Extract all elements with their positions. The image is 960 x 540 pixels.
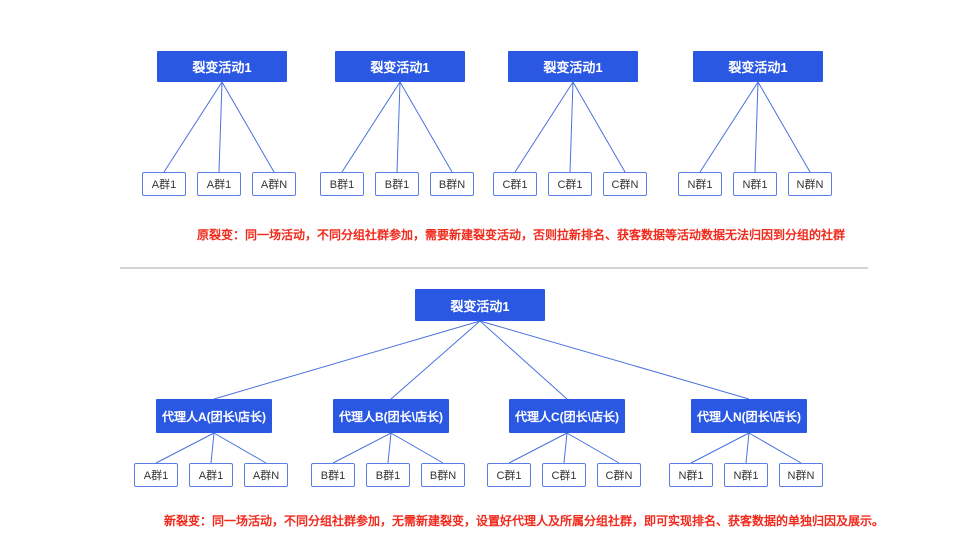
connector-line [569,81,574,173]
agent-node-c: 代理人C(团长\店长) [509,399,625,433]
connector-line [757,81,811,173]
group-node: A群1 [142,172,186,196]
group-node: C群N [597,463,641,487]
group-node: N群1 [733,172,777,196]
connector-line [745,432,750,464]
connector-line [690,432,750,464]
connector-line [508,432,568,464]
agent-node-a: 代理人A(团长\店长) [156,399,272,433]
agent-node-n: 代理人N(团长\店长) [691,399,807,433]
connector-line [563,432,568,464]
connector-line [155,432,215,464]
activity-node-c: 裂变活动1 [508,51,638,82]
connector-line [396,81,401,173]
connector-line [221,81,275,173]
connector-line [390,432,444,464]
group-node: A群1 [189,463,233,487]
connector-line [163,81,223,173]
group-node: A群1 [197,172,241,196]
connector-line [399,81,453,173]
old-fission-caption: 原裂变：同一场活动，不同分组社群参加，需要新建裂变活动，否则拉新排名、获客数据等… [197,228,846,242]
group-node: C群1 [548,172,592,196]
activity-root-node: 裂变活动1 [415,289,545,321]
new-fission-caption: 新裂变：同一场活动，不同分组社群参加，无需新建裂变，设置好代理人及所属分组社群，… [164,514,885,528]
connector-line [390,320,481,400]
connector-line [332,432,392,464]
group-node: N群1 [724,463,768,487]
connector-line [213,432,267,464]
group-node: N群1 [669,463,713,487]
group-node: B群1 [311,463,355,487]
connector-line [210,432,215,464]
connector-line [699,81,759,173]
connector-line [566,432,620,464]
group-node: A群N [244,463,288,487]
group-node: A群1 [134,463,178,487]
connector-line [218,81,223,173]
group-node: N群N [788,172,832,196]
group-node: N群1 [678,172,722,196]
agent-node-b: 代理人B(团长\店长) [333,399,449,433]
connector-line [754,81,759,173]
group-node: B群1 [366,463,410,487]
group-node: B群N [430,172,474,196]
connector-line [479,320,568,400]
group-node: C群N [603,172,647,196]
group-node: C群1 [493,172,537,196]
connector-line [387,432,392,464]
activity-node-a: 裂变活动1 [157,51,287,82]
group-node: A群N [252,172,296,196]
group-node: B群N [421,463,465,487]
connector-line [748,432,802,464]
group-node: B群1 [375,172,419,196]
group-node: C群1 [542,463,586,487]
connector-line [341,81,401,173]
connector-line [213,320,481,400]
connector-line [479,320,750,400]
activity-node-n: 裂变活动1 [693,51,823,82]
connector-line [514,81,574,173]
group-node: B群1 [320,172,364,196]
activity-node-b: 裂变活动1 [335,51,465,82]
group-node: N群N [779,463,823,487]
connector-line [572,81,626,173]
section-divider [120,267,868,269]
group-node: C群1 [487,463,531,487]
